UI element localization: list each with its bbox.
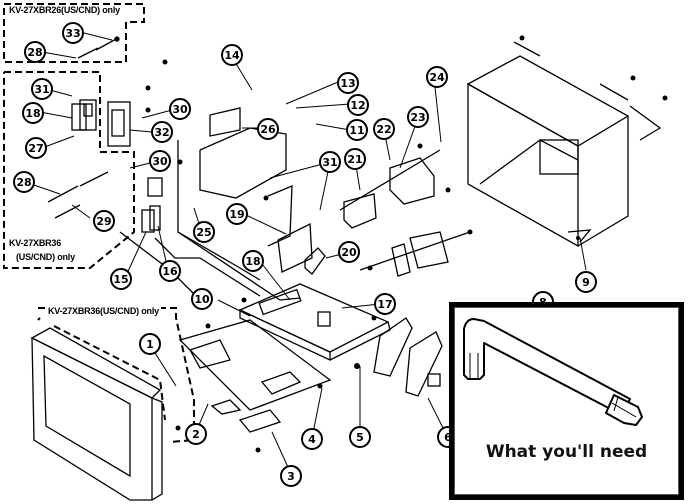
svg-text:14: 14 — [224, 49, 240, 62]
variant-label-kv27xbr36-line2: (US/CND) only — [16, 252, 75, 262]
svg-text:18: 18 — [245, 255, 260, 268]
part-rear-cover-9 — [466, 41, 662, 248]
variant-label-kv27xbr26: KV-27XBR26(US/CND) only — [9, 5, 120, 15]
callout-1: 1 — [139, 333, 161, 355]
callout-9: 9 — [575, 271, 597, 293]
callout-11: 11 — [346, 119, 368, 141]
variant-label-kv27xbr36-bottom: KV-27XBR36(US/CND) only — [46, 306, 161, 316]
callout-13: 13 — [337, 72, 359, 94]
callout-27: 27 — [25, 137, 47, 159]
svg-text:15: 15 — [113, 273, 128, 286]
part-tv-front-cabinet — [30, 327, 163, 501]
part-bracket-15 — [141, 177, 163, 233]
callout-15: 15 — [110, 268, 132, 290]
svg-text:1: 1 — [146, 338, 154, 351]
svg-text:22: 22 — [376, 123, 391, 136]
svg-text:4: 4 — [308, 433, 316, 446]
variant-box-kv27xbr26-top — [3, 3, 145, 63]
part-main-board-10 — [238, 283, 391, 362]
callout-33: 33 — [62, 22, 84, 44]
part-screw-33 — [77, 36, 120, 59]
svg-text:21: 21 — [347, 153, 362, 166]
svg-text:33: 33 — [65, 27, 80, 40]
what-youll-need-card: What you'll need — [449, 302, 684, 500]
svg-text:16: 16 — [162, 265, 178, 278]
allen-key-icon — [463, 318, 643, 426]
svg-text:13: 13 — [340, 77, 355, 90]
callout-12: 12 — [347, 94, 369, 116]
svg-text:6: 6 — [444, 431, 452, 444]
callout-22: 22 — [373, 118, 395, 140]
part-screws-left — [47, 171, 109, 219]
part-connector-8 — [359, 231, 471, 277]
svg-text:11: 11 — [349, 124, 364, 137]
svg-text:12: 12 — [350, 99, 365, 112]
callout-23: 23 — [407, 106, 429, 128]
callout-29: 29 — [93, 210, 115, 232]
callout-20: 20 — [338, 241, 360, 263]
callout-30-upper: 30 — [169, 98, 191, 120]
svg-text:28: 28 — [16, 176, 31, 189]
callout-26: 26 — [257, 118, 279, 140]
svg-text:10: 10 — [194, 293, 210, 306]
svg-text:30: 30 — [172, 103, 188, 116]
svg-text:17: 17 — [377, 298, 392, 311]
svg-text:25: 25 — [196, 226, 211, 239]
callout-10: 10 — [191, 288, 213, 310]
svg-text:23: 23 — [410, 111, 425, 124]
callout-16-left: 16 — [159, 260, 181, 282]
callout-31-center: 31 — [319, 151, 341, 173]
part-bracket-6 — [373, 317, 443, 397]
card-caption: What you'll need — [485, 442, 648, 462]
svg-text:32: 32 — [154, 126, 169, 139]
callout-25: 25 — [193, 221, 215, 243]
svg-text:20: 20 — [341, 246, 357, 259]
svg-text:9: 9 — [582, 276, 590, 289]
variant-box-kv27xbr36-left — [3, 71, 135, 269]
svg-text:28: 28 — [27, 46, 42, 59]
svg-text:3: 3 — [287, 470, 295, 483]
part-shield-20 — [304, 247, 326, 275]
svg-text:27: 27 — [28, 142, 43, 155]
callout-18-left: 18 — [22, 102, 44, 124]
callout-32: 32 — [151, 121, 173, 143]
svg-text:29: 29 — [96, 215, 111, 228]
svg-text:5: 5 — [356, 431, 364, 444]
callout-31-left: 31 — [31, 78, 53, 100]
callout-28-left: 28 — [13, 171, 35, 193]
svg-text:31: 31 — [322, 156, 337, 169]
svg-text:30: 30 — [152, 155, 168, 168]
part-bracket-32 — [107, 101, 131, 147]
svg-text:18: 18 — [25, 107, 40, 120]
callout-17: 17 — [374, 293, 396, 315]
part-bottom-tray — [178, 319, 332, 433]
callout-3: 3 — [280, 465, 302, 487]
part-board-19 — [267, 185, 313, 273]
callout-19: 19 — [226, 203, 248, 225]
callout-18-center: 18 — [242, 250, 264, 272]
callouts: 33 28 31 18 27 30 32 30 28 29 15 16 14 2… — [13, 22, 597, 487]
svg-text:31: 31 — [34, 83, 49, 96]
callout-2: 2 — [185, 423, 207, 445]
variant-label-kv27xbr36-line1: KV-27XBR36 — [9, 238, 62, 248]
part-bracket-18 — [71, 99, 97, 131]
part-bracket-22 — [339, 149, 441, 229]
screw-markers — [145, 35, 668, 453]
svg-text:2: 2 — [192, 428, 200, 441]
callout-4: 4 — [301, 428, 323, 450]
svg-text:24: 24 — [429, 71, 445, 84]
svg-text:26: 26 — [260, 123, 276, 136]
callout-14: 14 — [221, 44, 243, 66]
callout-5: 5 — [349, 426, 371, 448]
variant-box-kv27xbr36-bottom — [37, 307, 195, 443]
callout-30-lower: 30 — [149, 150, 171, 172]
callout-24: 24 — [426, 66, 448, 88]
svg-text:19: 19 — [229, 208, 244, 221]
callout-28-top: 28 — [24, 41, 46, 63]
callout-21: 21 — [344, 148, 366, 170]
